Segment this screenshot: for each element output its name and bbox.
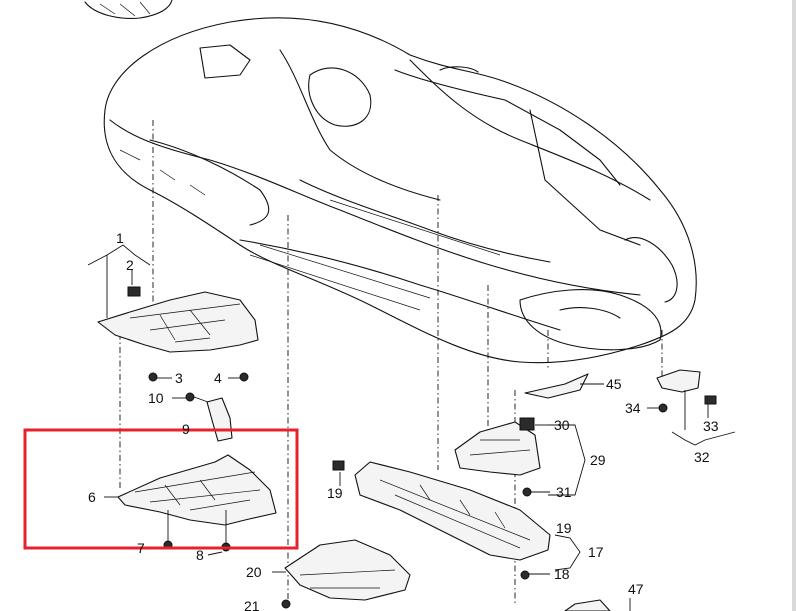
leader-lines [87,244,736,611]
callout-3: 3 [175,370,183,386]
alignment-lines [119,120,663,605]
trim-part-45 [524,373,589,399]
wheel-hub-fragment [84,0,173,19]
callout-19-b: 19 [556,520,572,536]
callout-45: 45 [606,376,622,392]
callout-31: 31 [556,484,572,500]
callout-4: 4 [214,370,222,386]
callout-33: 33 [703,418,719,434]
partial-part-47 [564,599,611,611]
callout-19-a: 19 [327,485,343,501]
callout-30: 30 [554,417,570,433]
window-edge [792,0,796,611]
callout-10: 10 [148,390,164,406]
callout-1: 1 [116,230,124,246]
lower-guard-part-20 [281,539,411,609]
callout-29: 29 [590,452,606,468]
callout-8: 8 [196,547,204,563]
engine-guard-part-6 [117,454,277,552]
bracket-part-32 [656,369,717,413]
centre-panel-part-17 [332,460,551,580]
callout-34: 34 [625,400,641,416]
side-panel-part-29 [454,417,541,497]
callout-7: 7 [137,540,145,556]
callout-2: 2 [126,257,134,273]
callout-20: 20 [246,564,262,580]
callout-9: 9 [182,421,190,437]
callout-32: 32 [694,449,710,465]
callout-47: 47 [628,581,644,597]
vehicle-underbody [103,17,697,364]
engine-guard-part-1 [97,286,259,382]
highlight-box [23,428,299,550]
callout-labels: 1 2 3 4 6 7 8 9 10 17 18 19 19 20 21 29 … [88,230,719,611]
bracket-part-9 [185,392,233,442]
callout-21: 21 [244,598,260,611]
callout-6: 6 [88,489,96,505]
callout-17: 17 [588,544,604,560]
callout-18: 18 [554,566,570,582]
